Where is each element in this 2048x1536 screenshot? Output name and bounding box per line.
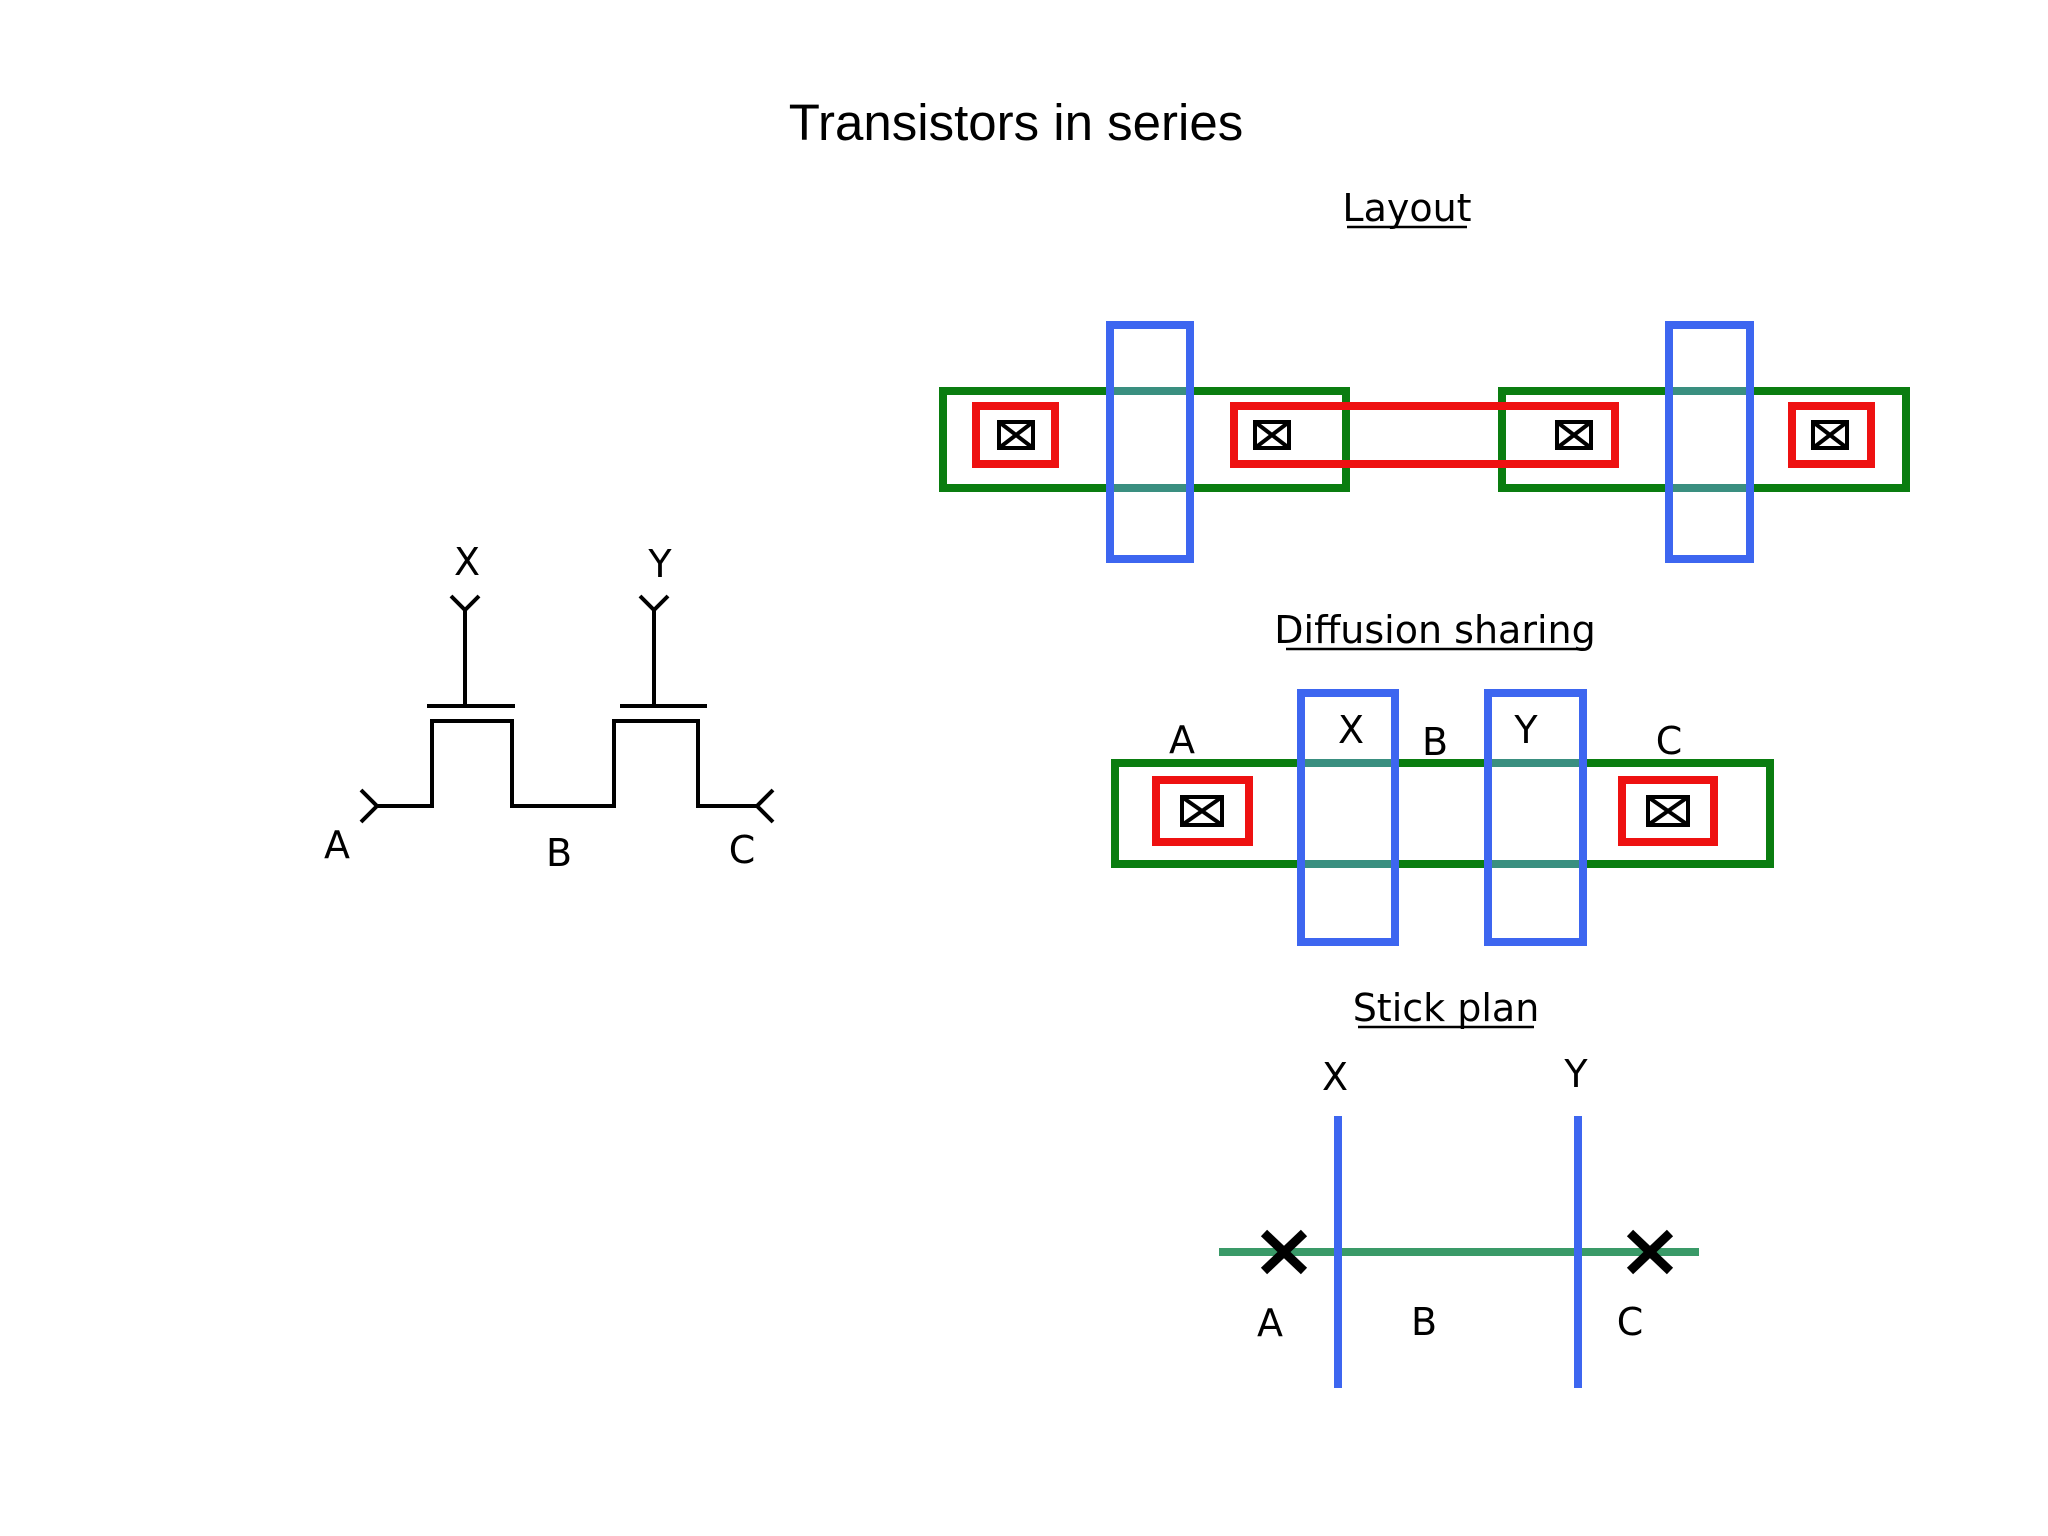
schematic-label-a: A [324, 823, 350, 867]
schematic-label-y: Y [647, 542, 672, 586]
contact-icon [997, 420, 1035, 450]
diffusion-label-y: Y [1513, 708, 1538, 752]
poly-gate-y [1484, 689, 1587, 946]
schematic-label-x: X [454, 540, 480, 584]
schematic: X Y A B C [324, 540, 775, 875]
metal-contact-a [1152, 776, 1253, 846]
diffusion-heading: Diffusion sharing [1274, 608, 1595, 652]
stick-label-b: B [1411, 1300, 1437, 1344]
gate-x-terminal-icon [449, 594, 481, 613]
terminal-a-icon [359, 788, 380, 824]
gate-y-terminal-icon [638, 594, 670, 613]
stick-plan-section: Stick plan X Y A B C [1219, 986, 1699, 1388]
terminal-c-icon [754, 788, 775, 824]
stick-label-y: Y [1563, 1052, 1588, 1096]
layout-section: Layout [939, 186, 1910, 563]
metal-contact-right [1788, 402, 1875, 468]
schematic-label-c: C [729, 828, 756, 872]
poly-gate-left [1106, 321, 1194, 563]
contact-icon [1646, 795, 1690, 827]
stick-heading: Stick plan [1353, 986, 1540, 1030]
contact-icon [1811, 420, 1849, 450]
metal-contact-left [972, 402, 1059, 468]
metal-contact-c [1618, 776, 1718, 846]
stick-label-a: A [1257, 1301, 1283, 1345]
diffusion-sharing-section: Diffusion sharing A X B Y C [1111, 608, 1774, 946]
diffusion-label-x: X [1338, 708, 1364, 752]
contact-icon [1180, 795, 1224, 827]
metal-strap [1230, 402, 1619, 468]
contact-icon [1253, 420, 1291, 450]
layout-heading: Layout [1342, 186, 1471, 230]
series-channel-wire [378, 719, 757, 808]
contact-icon [1555, 420, 1593, 450]
schematic-label-b: B [546, 831, 572, 875]
diffusion-label-a: A [1169, 718, 1195, 762]
stick-contact-a-icon [1260, 1229, 1308, 1275]
diffusion-label-b: B [1422, 720, 1448, 764]
poly-gate-x [1297, 689, 1399, 946]
page-title: Transistors in series [789, 94, 1243, 151]
poly-gate-right [1665, 321, 1754, 563]
shared-diffusion-region [1111, 759, 1774, 868]
diffusion-label-c: C [1656, 719, 1683, 763]
stick-label-c: C [1617, 1300, 1644, 1344]
stick-contact-c-icon [1626, 1229, 1674, 1275]
stick-label-x: X [1322, 1055, 1348, 1099]
